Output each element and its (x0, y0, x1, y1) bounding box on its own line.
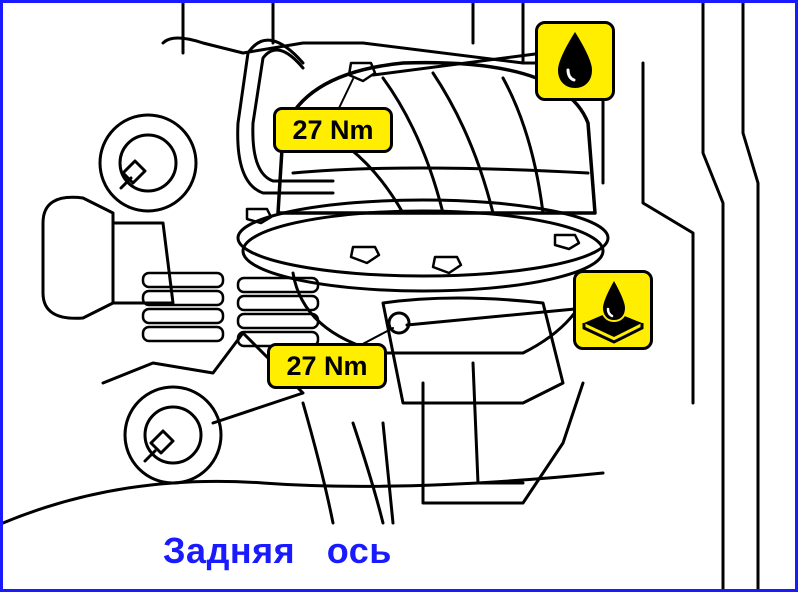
bump-stop-right (236, 276, 320, 348)
frame-rail (161, 36, 605, 65)
drain-plug (387, 311, 411, 335)
breather-hose (251, 48, 335, 183)
cover-rib (301, 71, 545, 215)
bump-stop-left (141, 271, 225, 343)
sealant-oil-drop-icon (573, 270, 653, 350)
torque-label-top: 27 Nm (273, 107, 393, 153)
diagram-caption: Задняя ось (163, 530, 392, 571)
lower-housing (381, 296, 565, 405)
trailing-arm (101, 331, 305, 425)
frame-rail (601, 61, 695, 405)
frame-rail (701, 3, 760, 589)
leader-line (405, 307, 577, 327)
oil-drop-icon (535, 21, 615, 101)
drive-flange (41, 195, 115, 320)
housing-flange (241, 209, 605, 293)
housing-flange (236, 198, 610, 278)
trailing-arm (3, 471, 605, 525)
frame-rail (181, 3, 525, 65)
leader-line (371, 51, 545, 77)
torque-label-bottom: 27 Nm (267, 343, 387, 389)
axle-carrier (301, 401, 385, 525)
differential-cover (276, 60, 597, 215)
rear-axle-drawing (3, 3, 760, 589)
lower-bush (123, 385, 223, 485)
flange-bolts (245, 61, 581, 275)
upper-bush (98, 113, 198, 213)
cover-rib (291, 166, 590, 175)
axle-carrier (421, 381, 585, 505)
breather-hose (236, 38, 335, 195)
axle-carrier (381, 361, 525, 525)
